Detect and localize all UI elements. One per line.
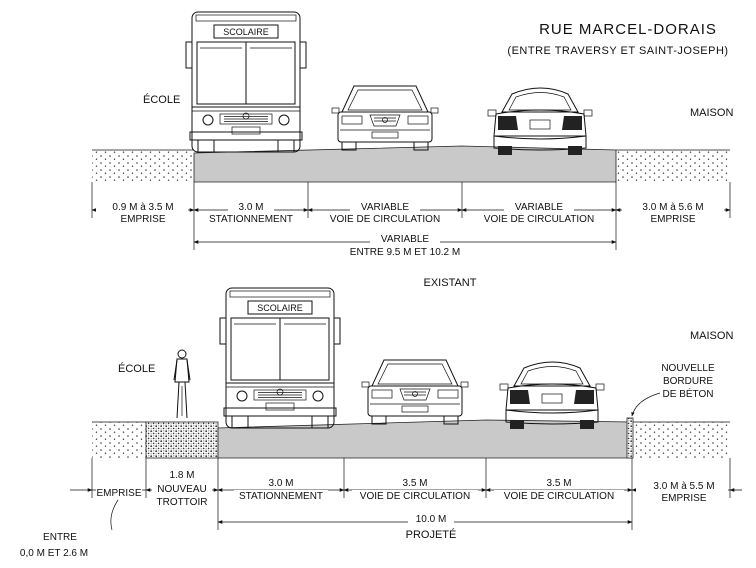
house-label: MAISON [690, 107, 733, 119]
projected-seg2-desc2: TROTTOIR [157, 497, 208, 508]
emprise-note-line1: ENTRE [43, 532, 77, 543]
existing-seg4-desc: VOIE DE CIRCULATION [484, 214, 594, 225]
drawing-title: RUE MARCEL-DORAIS [539, 21, 717, 38]
curb-note-line3: DE BÉTON [663, 387, 714, 400]
school-label: ÉCOLE [118, 362, 155, 375]
concrete-curb [626, 417, 634, 459]
projected-left-verge [92, 422, 146, 458]
projected-seg6-value: 3.0 M à 5.5 M [653, 481, 714, 492]
projected-section: ÉCOLE MAISON SCOLAIRE NOUVELLE BORDURE D… [20, 287, 742, 559]
existing-label: EXISTANT [424, 277, 477, 289]
existing-total-desc: ENTRE 9.5 M ET 10.2 M [350, 247, 460, 258]
projected-seg4-value: 3.5 M [402, 478, 427, 489]
projected-total-value: 10.0 M [416, 514, 447, 525]
bus-sign: SCOLAIRE [223, 27, 269, 37]
projected-seg1-desc: EMPRISE [96, 488, 141, 499]
existing-dimensions [91, 182, 731, 250]
car-rear-icon [499, 361, 605, 430]
projected-seg3-value: 3.0 M [268, 478, 293, 489]
existing-seg1-desc: EMPRISE [120, 214, 165, 225]
existing-right-verge [616, 150, 730, 182]
existing-section: ÉCOLE MAISON SCOLAIRE 0.9 [91, 11, 733, 289]
projected-seg5-value: 3.5 M [546, 478, 571, 489]
existing-seg4-value: VARIABLE [515, 202, 563, 213]
existing-seg1-value: 0.9 M à 3.5 M [112, 202, 173, 213]
school-label: ÉCOLE [143, 93, 180, 106]
new-sidewalk [145, 421, 219, 459]
projected-roadway [217, 419, 633, 459]
projected-label: PROJETÉ [406, 528, 457, 541]
curb-note-line2: BORDURE [663, 376, 713, 387]
pedestrian-icon [173, 349, 191, 419]
projected-seg4-desc: VOIE DE CIRCULATION [360, 491, 470, 502]
projected-seg2-value: 1.8 M [169, 470, 194, 481]
existing-seg2-value: 3.0 M [238, 202, 263, 213]
drawing-subtitle: (ENTRE TRAVERSY ET SAINT-JOSEPH) [507, 45, 728, 57]
existing-seg5-value: 3.0 M à 5.6 M [642, 202, 703, 213]
projected-seg5-desc: VOIE DE CIRCULATION [504, 491, 614, 502]
projected-seg2-desc: NOUVEAU [157, 484, 206, 495]
existing-seg3-desc: VOIE DE CIRCULATION [330, 214, 440, 225]
house-label: MAISON [690, 330, 733, 342]
projected-seg3-desc: STATIONNEMENT [239, 491, 323, 502]
curb-note-line1: NOUVELLE [661, 363, 715, 374]
existing-total-value: VARIABLE [381, 234, 429, 245]
projected-seg6-desc: EMPRISE [661, 493, 706, 504]
existing-roadway [193, 145, 617, 183]
projected-right-verge [632, 422, 730, 458]
existing-seg2-desc: STATIONNEMENT [209, 214, 293, 225]
bus-sign: SCOLAIRE [257, 303, 303, 313]
existing-seg5-desc: EMPRISE [650, 214, 695, 225]
car-rear-icon [487, 87, 593, 156]
emprise-note-line2: 0,0 M ET 2.6 M [20, 548, 88, 559]
existing-left-verge [92, 150, 194, 182]
existing-seg3-value: VARIABLE [361, 202, 409, 213]
car-front-icon [331, 85, 439, 151]
car-front-icon [361, 359, 469, 425]
